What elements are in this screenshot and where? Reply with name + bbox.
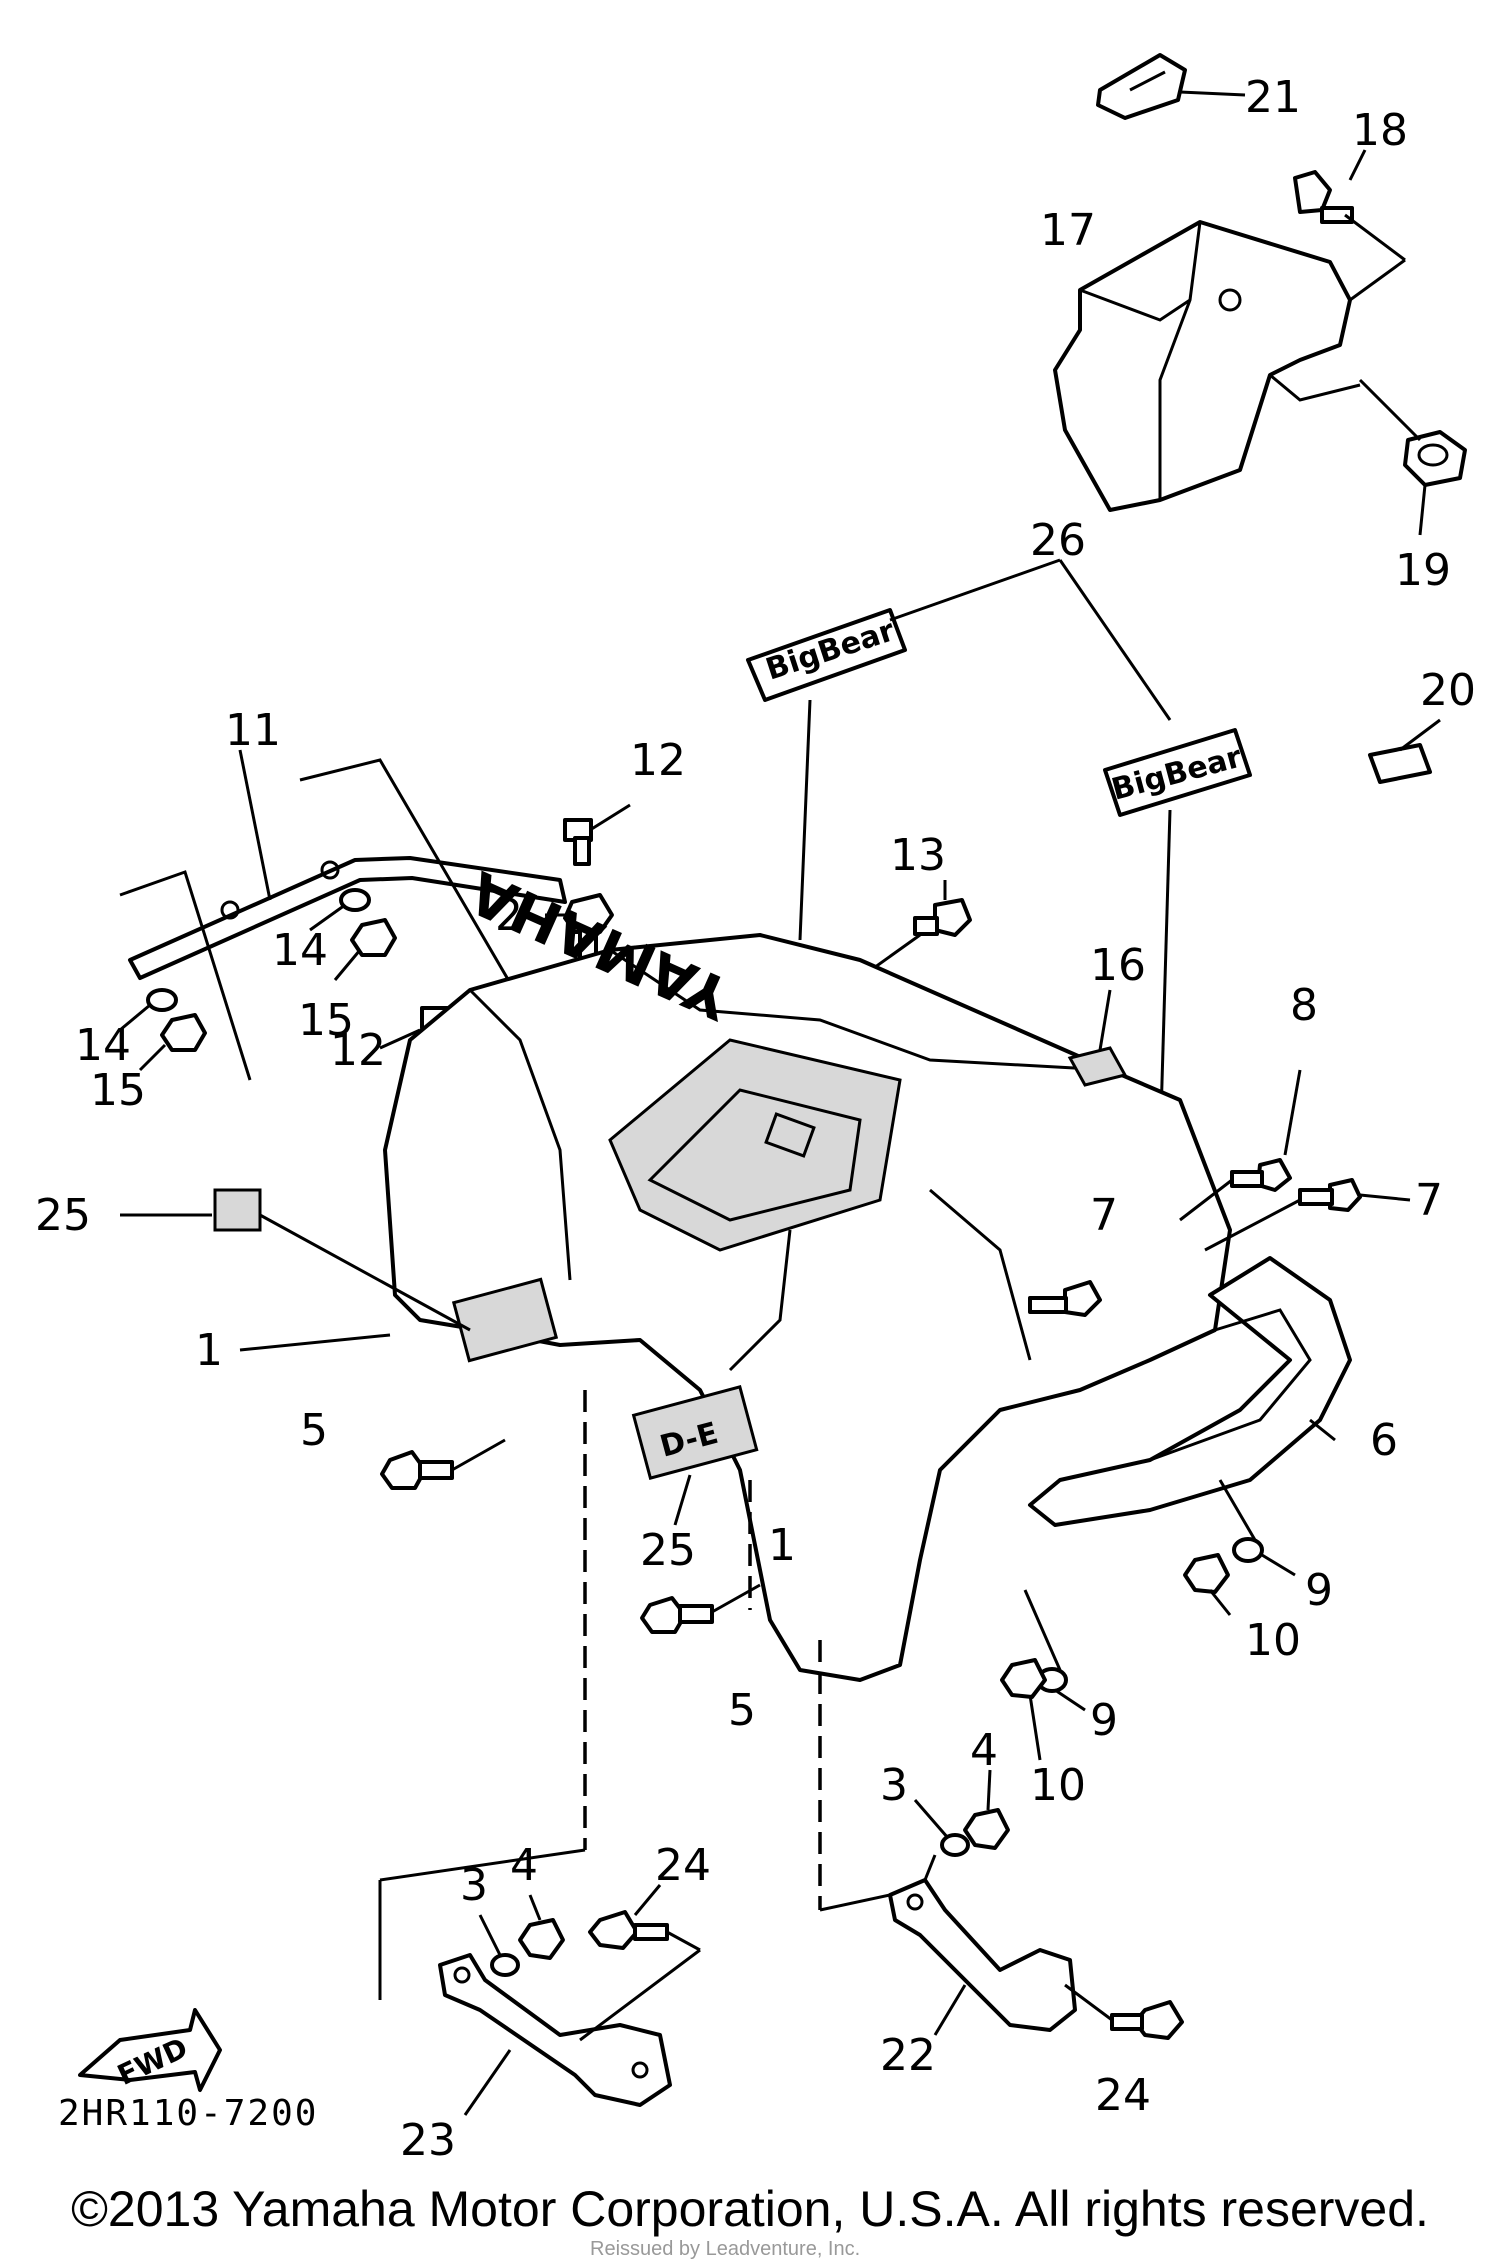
callout-13: 13: [890, 830, 946, 881]
callout-25b: 25: [640, 1525, 696, 1576]
part-9-washer-a[interactable]: [1232, 1537, 1264, 1563]
part-12-bolt-upper[interactable]: [563, 818, 593, 866]
callout-24a: 24: [655, 1840, 711, 1891]
callout-10a: 10: [1245, 1615, 1301, 1666]
callout-22: 22: [880, 2030, 936, 2081]
part-3-washer-left[interactable]: [490, 1953, 520, 1977]
callout-14a: 14: [272, 925, 328, 976]
part-14-washer-b[interactable]: [146, 988, 178, 1012]
callout-19: 19: [1395, 545, 1451, 596]
part-20-pad[interactable]: [1368, 743, 1432, 784]
part-4-nut-left[interactable]: [518, 1918, 565, 1960]
part-22-bracket[interactable]: [888, 1878, 1077, 2032]
callout-5a: 5: [300, 1405, 328, 1456]
part-3-washer-right[interactable]: [940, 1833, 970, 1857]
callout-20: 20: [1420, 665, 1476, 716]
part-7-screw-a[interactable]: [1028, 1280, 1102, 1317]
part-24-bolt-left[interactable]: [588, 1910, 669, 1950]
callout-15b: 15: [90, 1065, 146, 1116]
part-7-screw-b[interactable]: [1298, 1178, 1362, 1212]
callout-25a: 25: [35, 1190, 91, 1241]
callout-8: 8: [1290, 980, 1318, 1031]
part-23-bracket[interactable]: [438, 1953, 672, 2107]
part-21-clip[interactable]: [1096, 53, 1187, 120]
callout-17: 17: [1040, 205, 1096, 256]
callout-9a: 9: [1305, 1565, 1333, 1616]
part-5-bolt-right[interactable]: [640, 1596, 714, 1634]
footer-note: Reissued by Leadventure, Inc.: [590, 2238, 861, 2260]
part-8-screw[interactable]: [1230, 1158, 1292, 1192]
part-5-bolt-left[interactable]: [380, 1450, 454, 1490]
part-4-nut-right[interactable]: [963, 1808, 1010, 1850]
callout-24b: 24: [1095, 2070, 1151, 2121]
callout-16: 16: [1090, 940, 1146, 991]
part-1-rear-fender[interactable]: YAMAHA D-E: [383, 858, 1232, 1682]
part-16-label[interactable]: [1067, 1046, 1128, 1087]
callout-2: 2: [495, 890, 523, 941]
part-13-bolt[interactable]: [913, 898, 972, 937]
callout-6: 6: [1370, 1415, 1398, 1466]
callout-4a: 4: [510, 1840, 538, 1891]
part-26-emblem-right[interactable]: BigBear: [1103, 728, 1252, 817]
part-17-cover[interactable]: [1053, 220, 1361, 512]
part-19-nut[interactable]: [1403, 430, 1467, 487]
callout-12a: 12: [630, 735, 686, 786]
callout-3a: 3: [460, 1860, 488, 1911]
part-26-emblem-left[interactable]: BigBear: [746, 608, 907, 702]
callout-9b: 9: [1090, 1695, 1118, 1746]
callout-1a: 1: [195, 1325, 223, 1376]
part-10-nut-b[interactable]: [1000, 1658, 1047, 1699]
callout-10b: 10: [1030, 1760, 1086, 1811]
part-10-nut-a[interactable]: [1183, 1553, 1230, 1594]
callout-15a: 15: [298, 995, 354, 1046]
callout-21: 21: [1245, 72, 1301, 123]
part-25-label-left[interactable]: [213, 1188, 262, 1232]
callout-1b: 1: [768, 1520, 796, 1571]
part-24-bolt-right[interactable]: [1110, 2000, 1184, 2040]
part-14-washer-a[interactable]: [339, 888, 371, 912]
part-15-nut-b[interactable]: [160, 1013, 207, 1052]
callout-5b: 5: [728, 1685, 756, 1736]
callout-3b: 3: [880, 1760, 908, 1811]
part-15-nut-a[interactable]: [350, 918, 397, 957]
callout-7a: 7: [1415, 1175, 1443, 1226]
callout-14b: 14: [75, 1020, 131, 1071]
callout-labels: 21 18 17 19 26 20 11 12 13 2 14 15 12 16…: [35, 72, 1476, 2166]
part-18-bolt[interactable]: [1293, 170, 1354, 224]
callout-4b: 4: [970, 1725, 998, 1776]
callout-26: 26: [1030, 515, 1086, 566]
fwd-arrow-icon: FWD: [78, 2008, 222, 2092]
callout-18: 18: [1352, 105, 1408, 156]
drawing-code: 2HR110-7200: [58, 2093, 319, 2134]
part-6-rear-panel[interactable]: [1028, 1256, 1352, 1527]
callout-11: 11: [225, 705, 281, 756]
part-11-bracket[interactable]: [128, 856, 567, 980]
callout-12b: 12: [330, 1025, 386, 1076]
callout-23: 23: [400, 2115, 456, 2166]
callout-7b: 7: [1090, 1190, 1118, 1241]
copyright-notice: ©2013 Yamaha Motor Corporation, U.S.A. A…: [71, 2181, 1429, 2237]
